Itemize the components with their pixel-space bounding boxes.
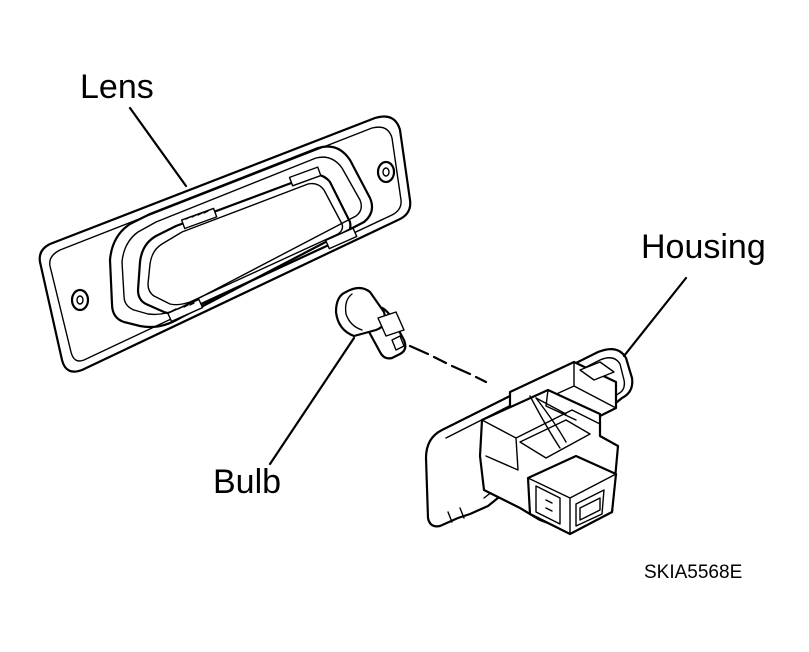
housing-label: Housing [641,228,766,266]
insertion-line [408,344,488,384]
bulb-label: Bulb [213,463,282,501]
housing-part [424,347,634,536]
lens-part [38,115,412,373]
bulb-leader-line [268,336,356,466]
figure-code: SKIA5568E [644,562,743,583]
lens-leader-line [128,106,188,188]
bulb-part [334,286,407,360]
lens-label: Lens [80,68,154,106]
housing-leader-line [622,276,688,358]
